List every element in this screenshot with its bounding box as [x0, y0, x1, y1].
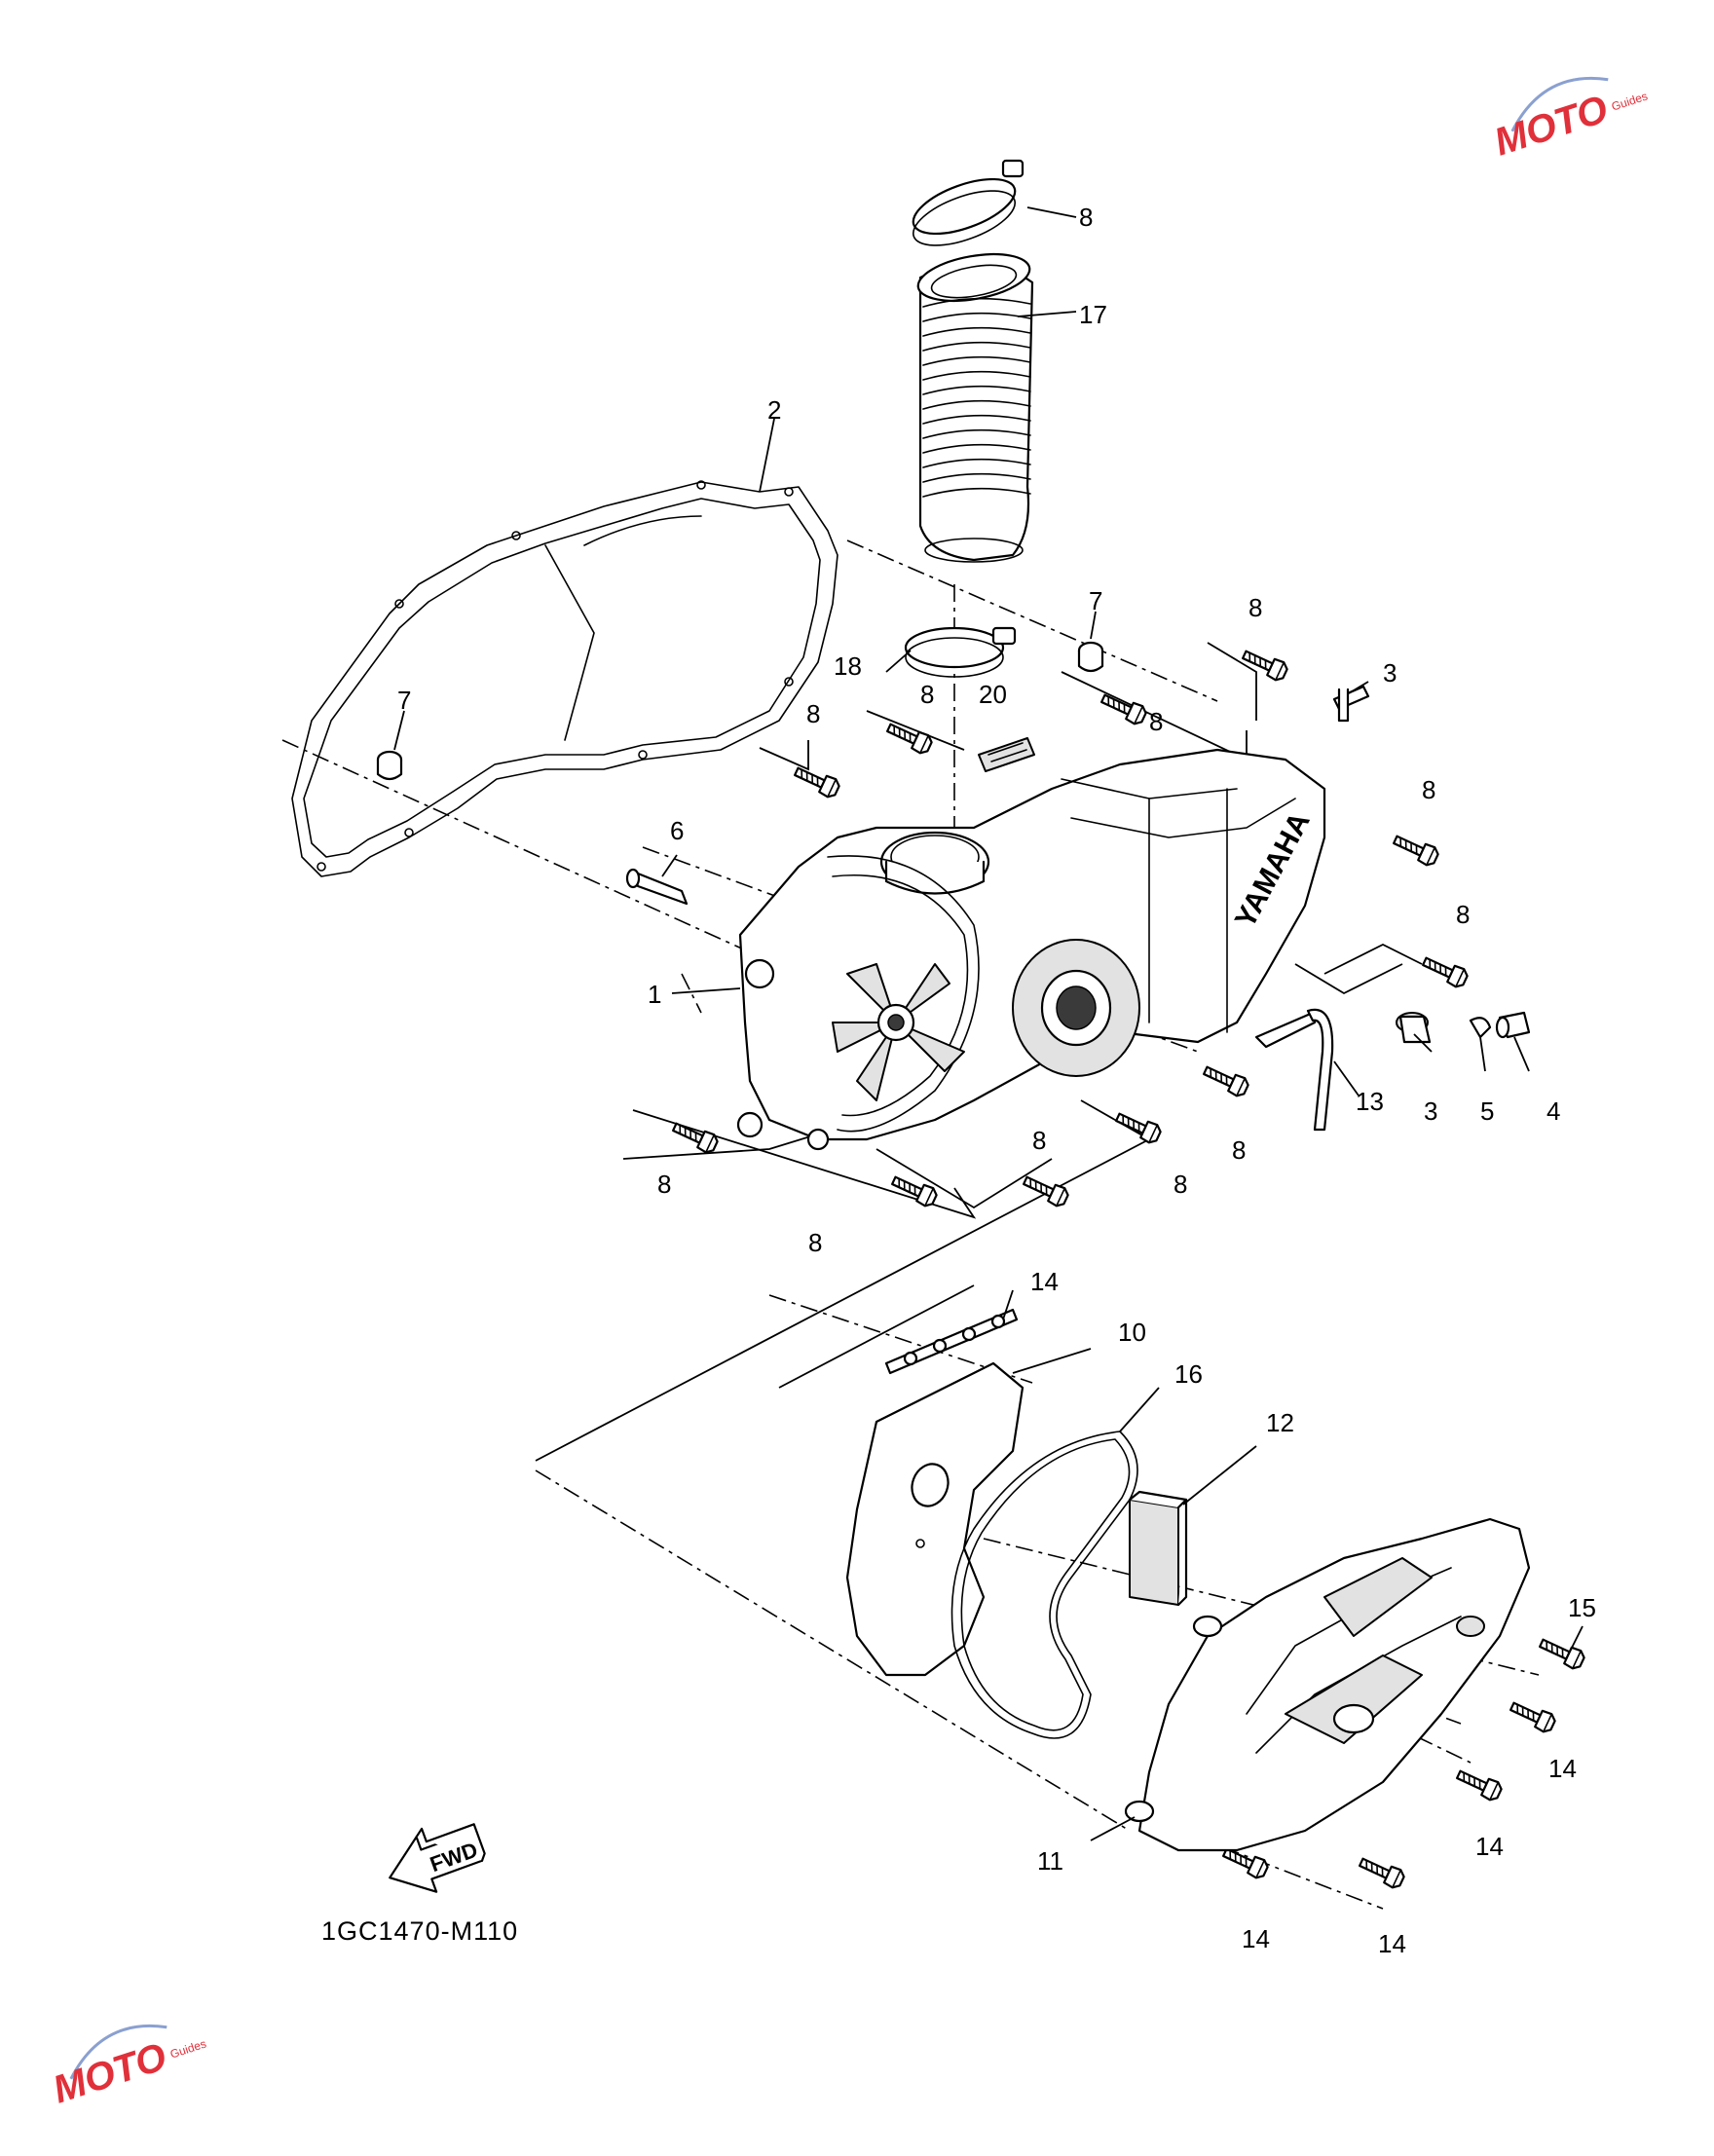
watermark-top-right: MOTO Guides	[1489, 76, 1650, 165]
clip-5	[1469, 1017, 1492, 1039]
clamp-18	[904, 626, 1017, 678]
watermark-bottom-left: MOTO Guides	[48, 2024, 208, 2112]
intake-duct-17	[916, 253, 1034, 563]
callout-10: 11	[1037, 1846, 1063, 1876]
callout-8-g: 8	[1232, 1135, 1246, 1165]
callout-14-a: 14	[1548, 1754, 1577, 1783]
callout-16: 16	[1174, 1359, 1203, 1389]
callout-6: 6	[670, 816, 684, 845]
callout-11: 12	[1266, 1408, 1294, 1437]
callout-8-e: 8	[1422, 775, 1435, 804]
callout-19: 8	[1079, 203, 1093, 232]
gasket-2	[291, 480, 838, 877]
callout-1: 1	[648, 980, 661, 1009]
callout-4: 4	[1546, 1097, 1560, 1126]
clamp-19	[912, 159, 1025, 246]
callout-8-a: 8	[1248, 593, 1262, 622]
callout-14-c: 14	[1242, 1924, 1270, 1953]
watermark-text: MOTO	[48, 2035, 171, 2112]
fan-blades	[832, 963, 965, 1101]
callout-5: 5	[1480, 1097, 1494, 1126]
callout-8-h: 8	[1174, 1170, 1187, 1199]
duct-ribs	[922, 297, 1031, 498]
callout-8-c: 8	[806, 699, 820, 728]
bolt-15	[1536, 1633, 1587, 1672]
callout-13: 14	[1030, 1267, 1059, 1296]
callout-3-right: 3	[1424, 1097, 1437, 1126]
hose-12	[1254, 1008, 1334, 1132]
fwd-arrow: FWD	[389, 1823, 486, 1893]
watermark-sub: Guides	[168, 2037, 207, 2062]
callout-20: 20	[979, 680, 1007, 709]
crankcase-cover-1: YAMAHA	[736, 748, 1326, 1151]
plug-4	[1495, 1011, 1531, 1039]
dowel-pin-7-right	[1077, 641, 1104, 673]
callout-leaders	[393, 206, 1584, 1841]
callout-3-top: 3	[1383, 658, 1397, 688]
dowel-6	[625, 868, 689, 906]
callout-7-right: 7	[1089, 586, 1102, 615]
callout-8-j: 8	[657, 1170, 671, 1199]
callout-14-b: 14	[1475, 1832, 1504, 1861]
callout-8-i: 8	[1032, 1126, 1046, 1155]
callout-9: 10	[1118, 1318, 1146, 1347]
plate-9	[845, 1361, 1025, 1677]
diagram-code: 1GC1470-M110	[321, 1916, 518, 1946]
callout-18: 18	[834, 651, 862, 681]
callout-8-b: 8	[920, 680, 934, 709]
callout-8-f: 8	[1456, 900, 1470, 929]
dowel-pin-7-left	[376, 750, 403, 781]
bolt-strip-13	[884, 1308, 1019, 1375]
callout-2: 2	[767, 395, 781, 425]
seal-16	[950, 1431, 1138, 1739]
callout-12: 13	[1356, 1087, 1384, 1116]
breather-3-right	[1396, 1012, 1432, 1044]
watermark-text: MOTO	[1489, 88, 1613, 165]
callout-14-d: 14	[1378, 1929, 1406, 1958]
callout-8-d: 8	[1149, 707, 1163, 736]
callout-8-k: 8	[808, 1228, 822, 1257]
callouts: 8 17 2 7 7 8 3 18 8 20 8 8 8 6 8 1 13 3 …	[397, 203, 1596, 1958]
pad-11	[1128, 1490, 1188, 1607]
watermark-sub: Guides	[1610, 90, 1649, 114]
label-20	[978, 737, 1035, 772]
callout-17: 17	[1079, 300, 1107, 329]
callout-7-left: 7	[397, 686, 411, 715]
outer-cover	[1137, 1517, 1531, 1852]
callout-15: 15	[1568, 1593, 1596, 1622]
grommet-10	[1124, 1615, 1223, 1823]
